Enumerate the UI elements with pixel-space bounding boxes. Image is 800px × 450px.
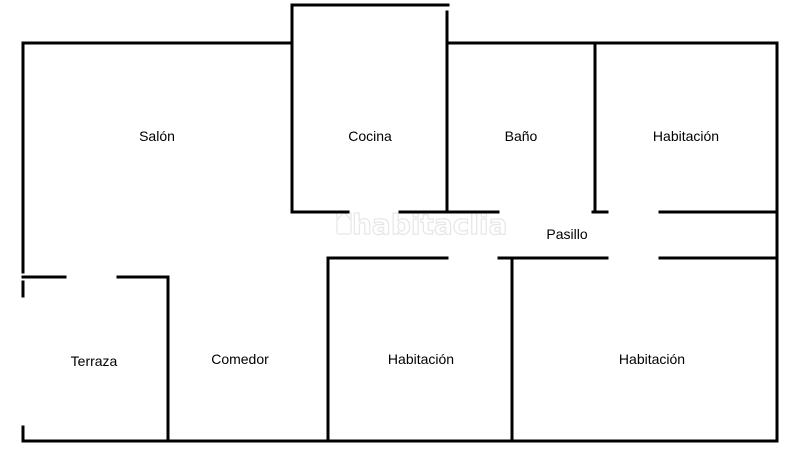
walls (21, 3, 779, 443)
room-labels: Salón Cocina Baño Habitación Pasillo Ter… (71, 128, 719, 369)
room-label-habitacion-right: Habitación (619, 351, 685, 367)
room-label-habitacion-top: Habitación (653, 128, 719, 144)
room-label-bano: Baño (505, 128, 538, 144)
room-label-pasillo: Pasillo (546, 226, 587, 242)
room-label-cocina: Cocina (348, 128, 392, 144)
watermark-logo-icon (336, 211, 352, 235)
room-label-habitacion-middle: Habitación (388, 351, 454, 367)
room-label-salon: Salón (139, 128, 175, 144)
room-label-terraza: Terraza (71, 353, 118, 369)
room-label-comedor: Comedor (211, 351, 269, 367)
